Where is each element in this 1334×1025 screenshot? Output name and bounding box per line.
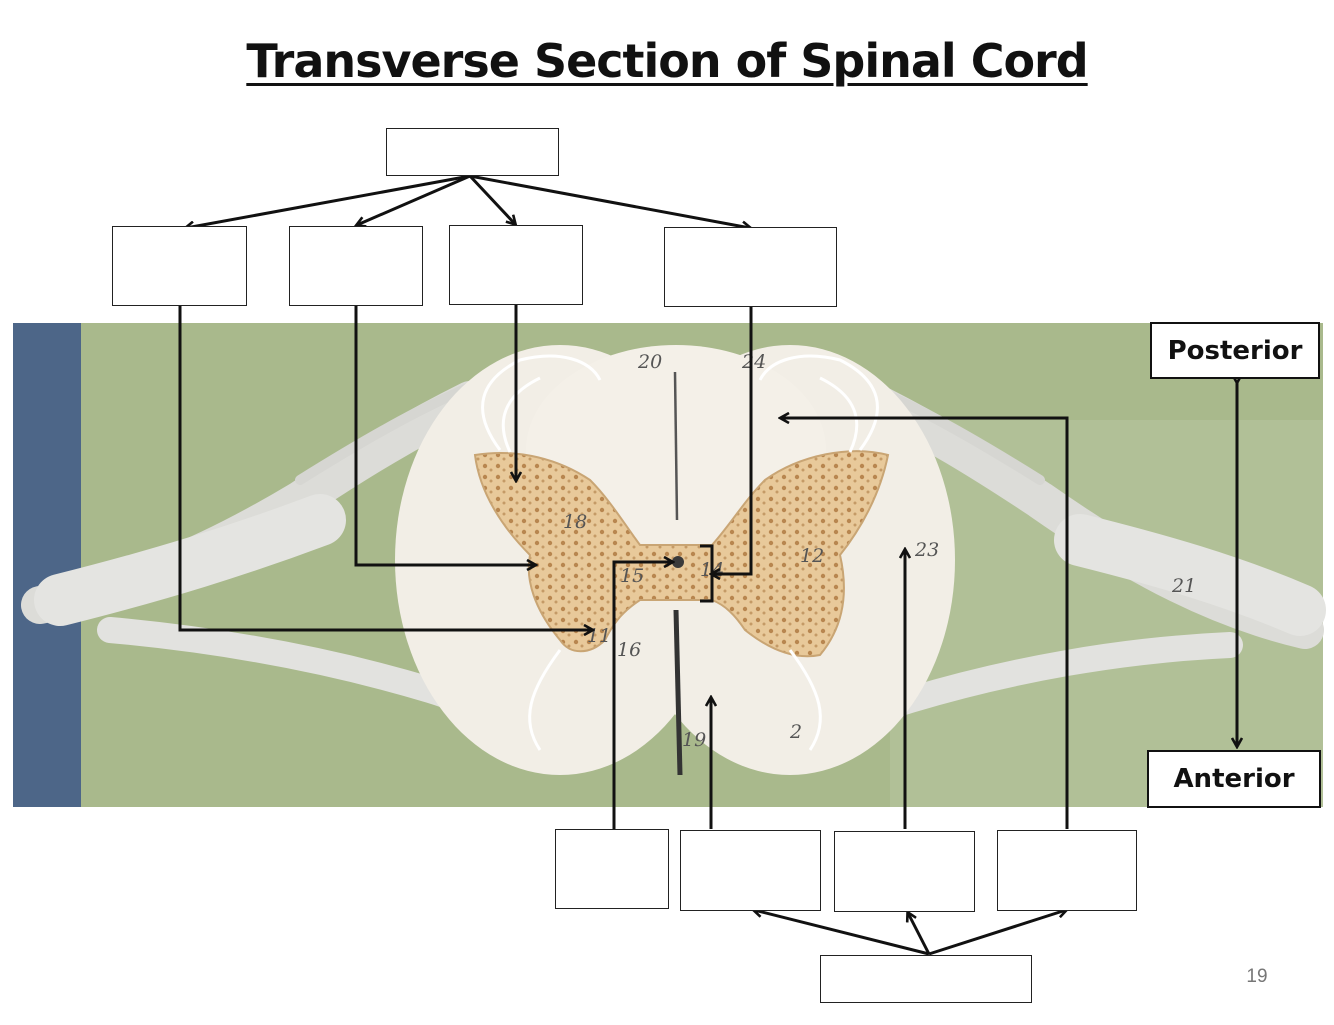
leader-arrow-box-1	[178, 305, 592, 630]
dorsal-rootlet-left-1	[481, 354, 602, 451]
model-number: 16	[617, 639, 641, 661]
model-number: 2	[789, 721, 802, 743]
model-number: 20	[637, 351, 662, 373]
blank-label-box-bottom-2[interactable]	[680, 830, 821, 911]
branch-arrow-3	[468, 174, 515, 224]
central-canal	[672, 556, 684, 568]
branch-arrow-5	[754, 910, 930, 956]
leader-arrow-box-8	[781, 418, 1069, 829]
branch-arrow-1	[186, 174, 471, 228]
model-number: 24	[741, 351, 766, 373]
ventral-rootlet-right	[788, 649, 822, 751]
blank-label-box-bottom-main[interactable]	[820, 955, 1032, 1003]
grey-matter	[473, 450, 890, 658]
blank-label-box-top-2[interactable]	[289, 226, 423, 306]
model-number: 12	[800, 545, 824, 567]
posterior-label: Posterior	[1150, 322, 1320, 379]
page-title: Transverse Section of Spinal Cord	[246, 34, 1088, 88]
dorsal-rootlet-right-2	[819, 376, 859, 453]
blank-label-box-top-1[interactable]	[112, 226, 247, 306]
branch-arrow-4	[469, 174, 750, 228]
anterior-median-fissure	[673, 609, 683, 776]
branch-arrow-6	[908, 913, 931, 955]
model-number: 11	[587, 625, 611, 647]
blank-label-box-top-4[interactable]	[664, 227, 837, 307]
branch-arrow-7	[928, 910, 1066, 956]
blank-label-box-bottom-1[interactable]	[555, 829, 669, 909]
left-spinal-ganglion	[34, 494, 346, 626]
right-spinal-ganglion	[1054, 514, 1326, 636]
bracket-central	[700, 544, 714, 603]
model-number: 21	[1171, 575, 1196, 597]
ventral-rootlet-left	[528, 649, 562, 751]
model-number: 18	[563, 511, 587, 533]
dorsal-rootlet-left-2	[501, 376, 541, 453]
pointer-arrows	[178, 174, 1237, 956]
blank-label-box-bottom-4[interactable]	[997, 830, 1137, 911]
page-number: 19	[1246, 966, 1268, 987]
photo-left-edge	[13, 323, 81, 807]
model-number: 15	[620, 565, 644, 587]
blank-label-box-top-3[interactable]	[449, 225, 583, 305]
blank-label-box-top-main[interactable]	[386, 128, 559, 176]
leader-arrow-box-5	[612, 562, 672, 829]
posterior-median-sulcus	[673, 371, 679, 521]
branch-arrow-2	[357, 174, 471, 225]
leader-arrow-box-4	[712, 307, 753, 574]
model-number: 23	[914, 539, 939, 561]
leader-arrow-box-2	[354, 305, 535, 565]
model-number: 19	[682, 729, 706, 751]
anterior-label: Anterior	[1147, 750, 1321, 808]
blank-label-box-bottom-3[interactable]	[834, 831, 975, 912]
